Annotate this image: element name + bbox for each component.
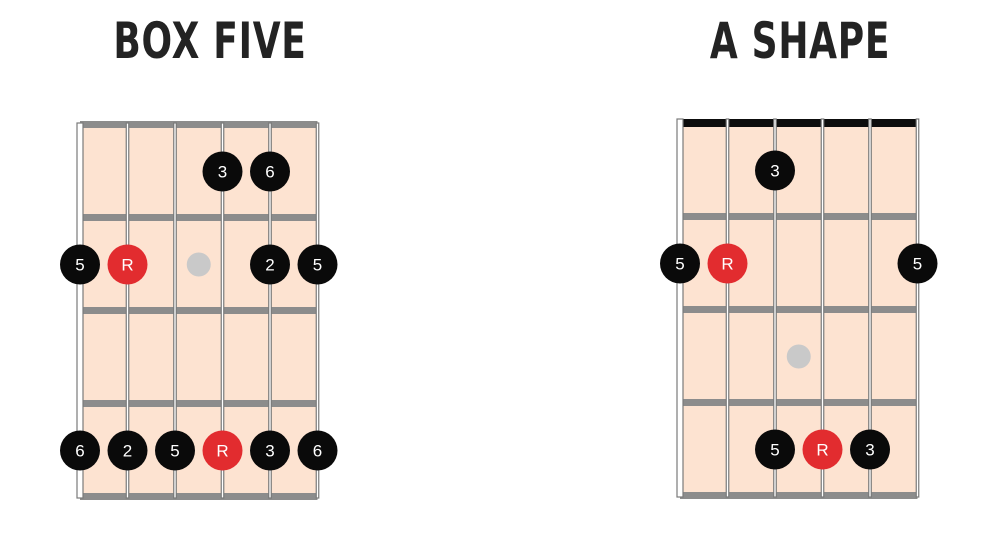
note-circle — [897, 243, 938, 284]
note-circle — [202, 430, 243, 471]
note-label: 5 — [675, 255, 684, 274]
note-circle — [202, 151, 243, 192]
scale-note: 5 — [755, 429, 795, 470]
scale-note: 2 — [107, 430, 148, 471]
guitar-string — [773, 118, 777, 498]
scale-note: 3 — [202, 151, 243, 192]
guitar-string — [915, 118, 920, 498]
note-label: 3 — [265, 442, 274, 461]
guitar-string — [76, 122, 84, 499]
note-circle — [755, 429, 795, 470]
scale-note: 3 — [755, 150, 795, 191]
scale-note: 5 — [155, 430, 195, 471]
fret-wire — [80, 400, 318, 407]
fret-wire — [80, 307, 318, 314]
note-circle — [107, 430, 148, 471]
note-label: 3 — [865, 441, 874, 460]
fret-wire — [80, 214, 318, 221]
note-label: 6 — [75, 442, 84, 461]
scale-note: 3 — [250, 430, 290, 471]
guitar-string — [820, 118, 825, 498]
note-label: R — [816, 441, 828, 460]
note-circle — [250, 151, 290, 192]
note-label: R — [121, 256, 133, 275]
note-label: 5 — [170, 442, 179, 461]
guitar-string — [725, 118, 730, 498]
box-five-title: BOX FIVE — [113, 12, 307, 70]
scale-note: 5 — [897, 243, 938, 284]
note-circle — [250, 430, 290, 471]
guitar-string — [220, 122, 225, 499]
scale-note: 5 — [660, 243, 700, 284]
guitar-string — [868, 118, 872, 498]
note-label: 2 — [265, 256, 274, 275]
fret-wire — [680, 213, 918, 220]
note-circle — [250, 244, 290, 285]
guitar-string — [315, 122, 320, 499]
note-label: 2 — [123, 442, 132, 461]
note-circle — [660, 243, 700, 284]
scale-note: 5 — [297, 244, 338, 285]
fret-wire — [680, 306, 918, 313]
note-label: R — [216, 442, 228, 461]
guitar-string — [676, 118, 684, 498]
note-label: 5 — [770, 441, 779, 460]
note-circle — [707, 243, 748, 284]
root-note: R — [202, 430, 243, 471]
note-circle — [297, 430, 338, 471]
note-label: R — [721, 255, 733, 274]
fret-wire — [80, 493, 318, 500]
a-shape-title: A SHAPE — [709, 12, 891, 70]
guitar-string — [125, 122, 130, 499]
scale-note: 2 — [250, 244, 290, 285]
root-note: R — [707, 243, 748, 284]
note-label: 3 — [218, 163, 227, 182]
scale-note: 5 — [60, 244, 100, 285]
note-circle — [850, 429, 890, 470]
note-circle — [155, 430, 195, 471]
scale-note: 6 — [297, 430, 338, 471]
fret-wire — [680, 399, 918, 406]
nut — [680, 119, 918, 127]
note-label: 6 — [265, 163, 274, 182]
note-label: 5 — [313, 256, 322, 275]
root-note: R — [107, 244, 148, 285]
note-circle — [60, 244, 100, 285]
note-circle — [107, 244, 148, 285]
guitar-string — [268, 122, 272, 499]
fret-inlay — [786, 344, 811, 369]
note-label: 5 — [913, 255, 922, 274]
note-label: 6 — [313, 442, 322, 461]
fret-wire — [680, 492, 918, 499]
note-circle — [802, 429, 843, 470]
fret-wire — [80, 121, 318, 128]
guitar-string — [173, 122, 177, 499]
scale-note: 3 — [850, 429, 890, 470]
note-label: 3 — [770, 162, 779, 181]
note-circle — [297, 244, 338, 285]
root-note: R — [802, 429, 843, 470]
note-circle — [60, 430, 100, 471]
note-circle — [755, 150, 795, 191]
note-label: 5 — [75, 256, 84, 275]
fret-inlay — [186, 252, 211, 277]
scale-note: 6 — [250, 151, 290, 192]
scale-note: 6 — [60, 430, 100, 471]
